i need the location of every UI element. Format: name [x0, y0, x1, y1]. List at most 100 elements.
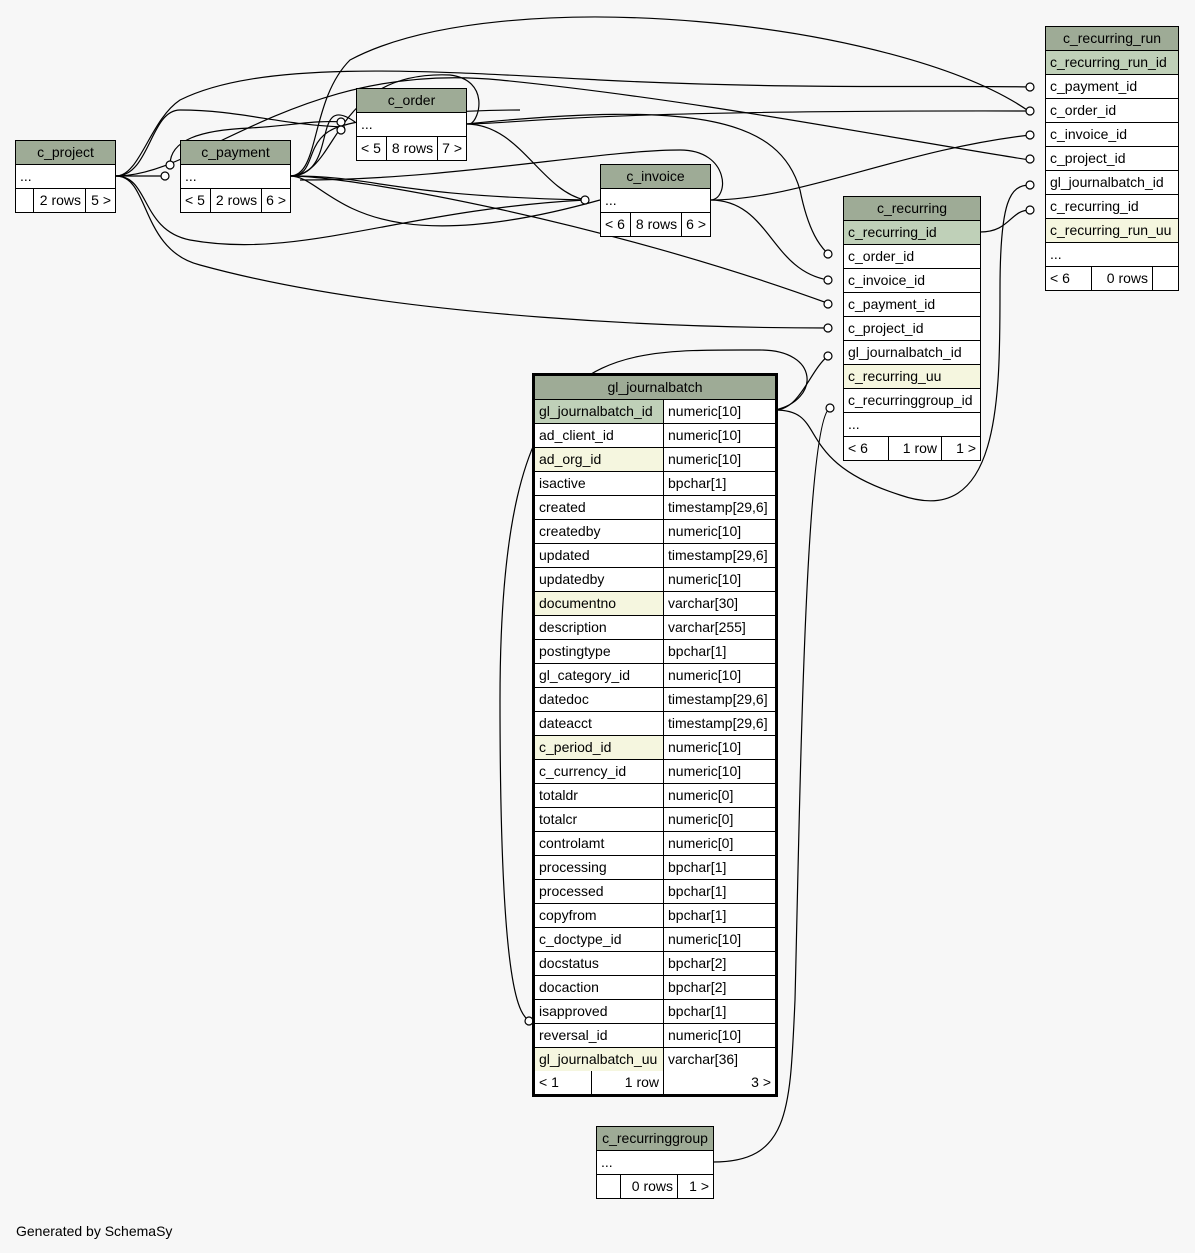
table-row: ...: [597, 1151, 713, 1175]
footer-parents: [16, 189, 34, 212]
column-name: gl_category_id: [535, 664, 664, 687]
column-name: created: [535, 496, 664, 519]
footer-children: 3 >: [751, 1074, 771, 1090]
table-header: c_recurring: [844, 197, 980, 221]
footer-parents: < 6: [844, 437, 889, 460]
table-row: ...: [181, 165, 290, 189]
column-type: timestamp[29,6]: [668, 547, 768, 563]
footer-parents: < 5: [181, 189, 211, 212]
column-type: varchar[36]: [664, 1048, 775, 1071]
column-name: c_period_id: [535, 736, 664, 759]
footer-parents: < 6: [601, 213, 631, 236]
footer-parents: < 6: [1046, 267, 1092, 290]
column-name: isapproved: [535, 1000, 664, 1023]
column-type: numeric[0]: [668, 811, 734, 827]
column-type: bpchar[1]: [668, 643, 727, 659]
column-name: updated: [535, 544, 664, 567]
footer-children: 1 >: [689, 1178, 709, 1194]
table-c-project[interactable]: c_project ... 2 rows 5 >: [15, 140, 116, 213]
column-name: c_currency_id: [535, 760, 664, 783]
column-name: totaldr: [535, 784, 664, 807]
table-header: c_project: [16, 141, 115, 165]
table-row: c_invoice_id: [1046, 123, 1178, 147]
column-type: bpchar[1]: [668, 475, 727, 491]
footer-rows: 0 rows: [621, 1175, 678, 1198]
table-header: c_invoice: [601, 165, 710, 189]
column-type: bpchar[1]: [668, 859, 727, 875]
footer-rows: 1 row: [592, 1071, 664, 1094]
column-name: reversal_id: [535, 1024, 664, 1047]
table-footer: 0 rows 1 >: [597, 1175, 713, 1198]
table-footer: < 1 1 row 3 >: [535, 1071, 775, 1094]
column-type: timestamp[29,6]: [668, 715, 768, 731]
table-header: c_recurring_run: [1046, 27, 1178, 51]
footer-children: 6 >: [686, 216, 706, 232]
table-row: c_recurringgroup_id: [844, 389, 980, 413]
column-name: docaction: [535, 976, 664, 999]
table-row: c_invoice_id: [844, 269, 980, 293]
column-name: controlamt: [535, 832, 664, 855]
column-type: timestamp[29,6]: [668, 691, 768, 707]
table-c-recurringgroup[interactable]: c_recurringgroup ... 0 rows 1 >: [596, 1126, 714, 1199]
column-name: processed: [535, 880, 664, 903]
footer-rows: 2 rows: [211, 189, 263, 212]
column-type: numeric[10]: [668, 763, 742, 779]
column-type: numeric[10]: [668, 523, 742, 539]
footer-rows: 8 rows: [631, 213, 683, 236]
table-c-invoice[interactable]: c_invoice ... < 6 8 rows 6 >: [600, 164, 711, 237]
column-name: description: [535, 616, 664, 639]
footer-children: 6 >: [266, 192, 286, 208]
column-name: totalcr: [535, 808, 664, 831]
column-name: gl_journalbatch_uu: [535, 1048, 664, 1071]
footer-children: 5 >: [91, 192, 111, 208]
column-type: numeric[10]: [668, 427, 742, 443]
column-type: bpchar[1]: [668, 883, 727, 899]
table-footer: 2 rows 5 >: [16, 189, 115, 212]
table-c-payment[interactable]: c_payment ... < 5 2 rows 6 >: [180, 140, 291, 213]
table-c-order[interactable]: c_order ... < 5 8 rows 7 >: [356, 88, 467, 161]
table-c-recurring-run[interactable]: c_recurring_run c_recurring_run_id c_pay…: [1045, 26, 1179, 291]
table-row: c_recurring_id: [844, 221, 980, 245]
column-name: c_doctype_id: [535, 928, 664, 951]
table-row: ...: [357, 113, 466, 137]
column-type: bpchar[2]: [668, 955, 727, 971]
table-row: ...: [1046, 243, 1178, 267]
generated-by-text: Generated by SchemaSy: [16, 1223, 173, 1239]
column-type: bpchar[2]: [668, 979, 727, 995]
footer-parents: < 5: [357, 137, 387, 160]
table-row: c_order_id: [1046, 99, 1178, 123]
column-name: ad_org_id: [535, 448, 664, 471]
footer-children: 1 >: [956, 440, 976, 456]
footer-rows: 1 row: [889, 437, 942, 460]
table-c-recurring[interactable]: c_recurring c_recurring_id c_order_id c_…: [843, 196, 981, 461]
column-type: numeric[0]: [668, 787, 734, 803]
footer-rows: 0 rows: [1092, 267, 1153, 290]
column-type: numeric[10]: [664, 448, 775, 471]
column-name: gl_journalbatch_id: [535, 400, 664, 423]
table-row: c_recurring_uu: [844, 365, 980, 389]
